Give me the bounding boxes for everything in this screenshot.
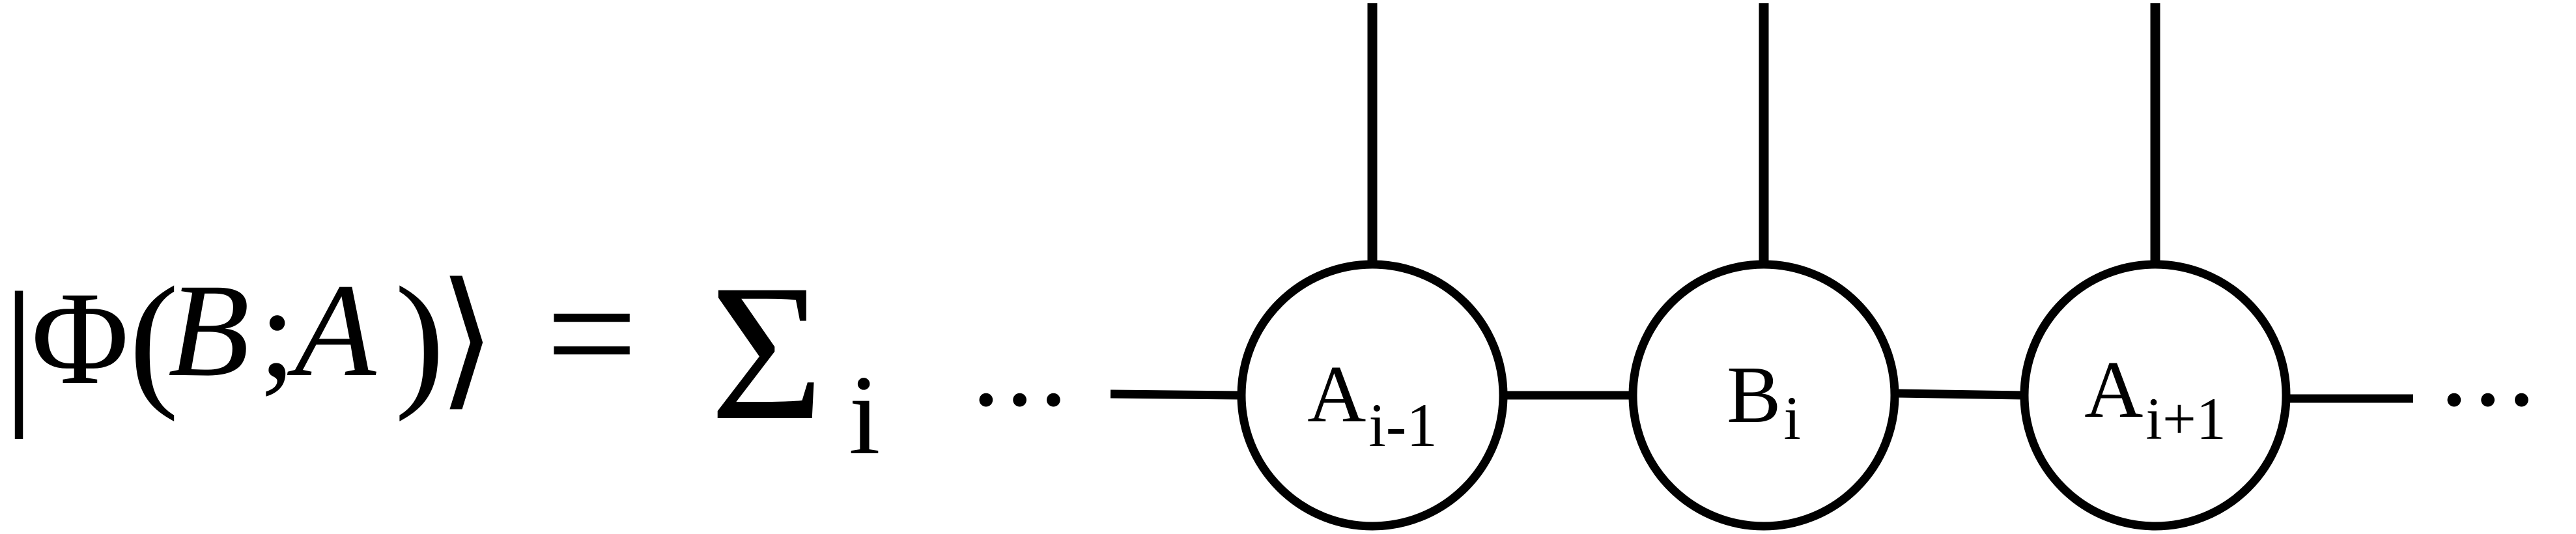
tensor-node-2-base: B xyxy=(1727,350,1781,440)
state-ket: | Φ ( B ; A ) ⟩ xyxy=(3,256,496,440)
tensor-node-2-subscript: i xyxy=(1783,384,1800,453)
tensor-node-1-base: A xyxy=(1307,350,1366,440)
tensor-node-1-subscript: i-1 xyxy=(1368,391,1437,460)
svg-text:A i+1: A i+1 xyxy=(2084,345,2226,452)
ellipsis-right: ... xyxy=(2440,303,2541,430)
physical-legs xyxy=(1367,3,2160,264)
paren-close: ) xyxy=(395,256,445,422)
tensor-node-1-circle xyxy=(1237,260,1508,531)
ket-open-bar: | xyxy=(3,259,35,440)
bond-lines xyxy=(1110,389,2413,403)
tensor-node-3-base: A xyxy=(2084,345,2143,435)
tensor-node-3-subscript: i+1 xyxy=(2145,386,2226,452)
equals-sign: = xyxy=(546,244,638,424)
arg-b: B xyxy=(168,257,249,404)
semicolon: ; xyxy=(259,261,296,405)
arg-a: A xyxy=(287,257,376,404)
bond-left-open xyxy=(1110,389,1241,400)
paren-open: ( xyxy=(129,256,179,422)
svg-text:B i: B i xyxy=(1727,350,1801,453)
ellipsis-left: ... xyxy=(972,303,1073,430)
ket-close-angle: ⟩ xyxy=(438,256,496,422)
bond-b-a xyxy=(1895,389,2025,400)
phi-symbol: Φ xyxy=(31,264,129,412)
tensor-node-3: A i+1 xyxy=(2020,260,2291,531)
tensor-node-1: A i-1 xyxy=(1237,260,1508,531)
tensor-node-3-circle xyxy=(2020,260,2291,531)
tensor-node-2-circle xyxy=(1628,260,1899,531)
sum-index: i xyxy=(849,352,881,478)
summation: Σ i xyxy=(710,244,881,478)
sum-symbol: Σ xyxy=(710,244,824,460)
tensor-node-2: B i xyxy=(1628,260,1899,531)
svg-text:A i-1: A i-1 xyxy=(1307,350,1437,460)
